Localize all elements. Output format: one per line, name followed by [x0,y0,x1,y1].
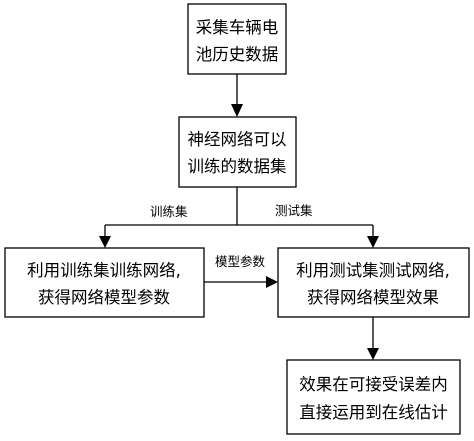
node-test-line1: 利用测试集测试网络, [296,261,450,280]
node-train: 利用训练集训练网络, 获得网络模型参数 [4,247,205,318]
arrow-test-to-apply [367,317,379,360]
node-dataset-line2: 训练的数据集 [188,157,287,176]
node-train-line2: 获得网络模型参数 [38,288,171,307]
split-connector [99,187,379,248]
node-test-line2: 获得网络模型效果 [307,288,439,307]
node-apply: 效果在可接受误差内 直接运用到在线估计 [286,359,461,435]
node-train-line1: 利用训练集训练网络, [27,261,181,280]
node-collect-line2: 池历史数据 [196,45,279,64]
edge-label-train-set: 训练集 [150,204,188,219]
edge-label-model-params: 模型参数 [215,254,266,269]
node-dataset: 神经网络可以 训练的数据集 [178,116,297,188]
node-test: 利用测试集测试网络, 获得网络模型效果 [277,247,470,318]
edge-label-test-set: 测试集 [275,203,313,218]
node-dataset-line1: 神经网络可以 [188,130,287,149]
node-apply-line1: 效果在可接受误差内 [299,375,448,394]
arrow-train-to-test [204,276,278,288]
node-collect-data: 采集车辆电 池历史数据 [187,3,287,75]
node-collect-line1: 采集车辆电 [196,18,279,37]
node-apply-line2: 直接运用到在线估计 [299,403,448,422]
arrow-collect-to-dataset [231,74,243,117]
